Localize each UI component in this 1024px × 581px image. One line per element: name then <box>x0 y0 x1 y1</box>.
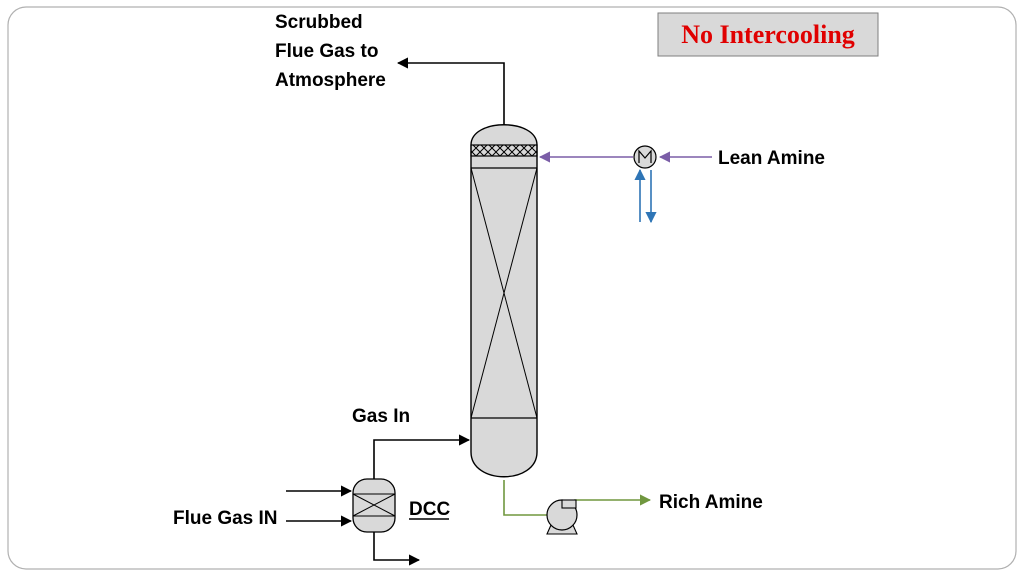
no-intercooling-badge: No Intercooling <box>657 12 879 57</box>
rich-amine-label: Rich Amine <box>659 492 763 513</box>
outlet-label-line3: Atmosphere <box>275 70 386 91</box>
rich-amine-to-pump-line <box>503 480 547 516</box>
dcc-bottom-outlet-line <box>373 532 421 566</box>
slide-frame <box>7 6 1017 570</box>
badge-label: No Intercooling <box>681 20 855 49</box>
gas-in-line <box>373 434 471 480</box>
packing-diagonal-b <box>470 167 538 419</box>
outlet-label-line1: Scrubbed <box>275 12 363 33</box>
demister-pad <box>470 144 538 157</box>
badge-box <box>657 12 879 57</box>
dcc-label: DCC <box>409 499 450 520</box>
lean-amine-label: Lean Amine <box>718 148 825 169</box>
flue-gas-in-label: Flue Gas IN <box>173 508 278 529</box>
outlet-gas-line <box>396 57 505 127</box>
gas-in-label: Gas In <box>352 406 410 427</box>
outlet-label: Scrubbed Flue Gas to Atmosphere <box>275 12 386 91</box>
pump-icon <box>546 499 578 535</box>
dcc-vessel <box>352 478 396 533</box>
outlet-label-line2: Flue Gas to <box>275 41 378 62</box>
absorber-column <box>470 124 538 478</box>
absorber-vessel <box>470 124 538 478</box>
heat-exchanger-icon <box>633 145 657 169</box>
